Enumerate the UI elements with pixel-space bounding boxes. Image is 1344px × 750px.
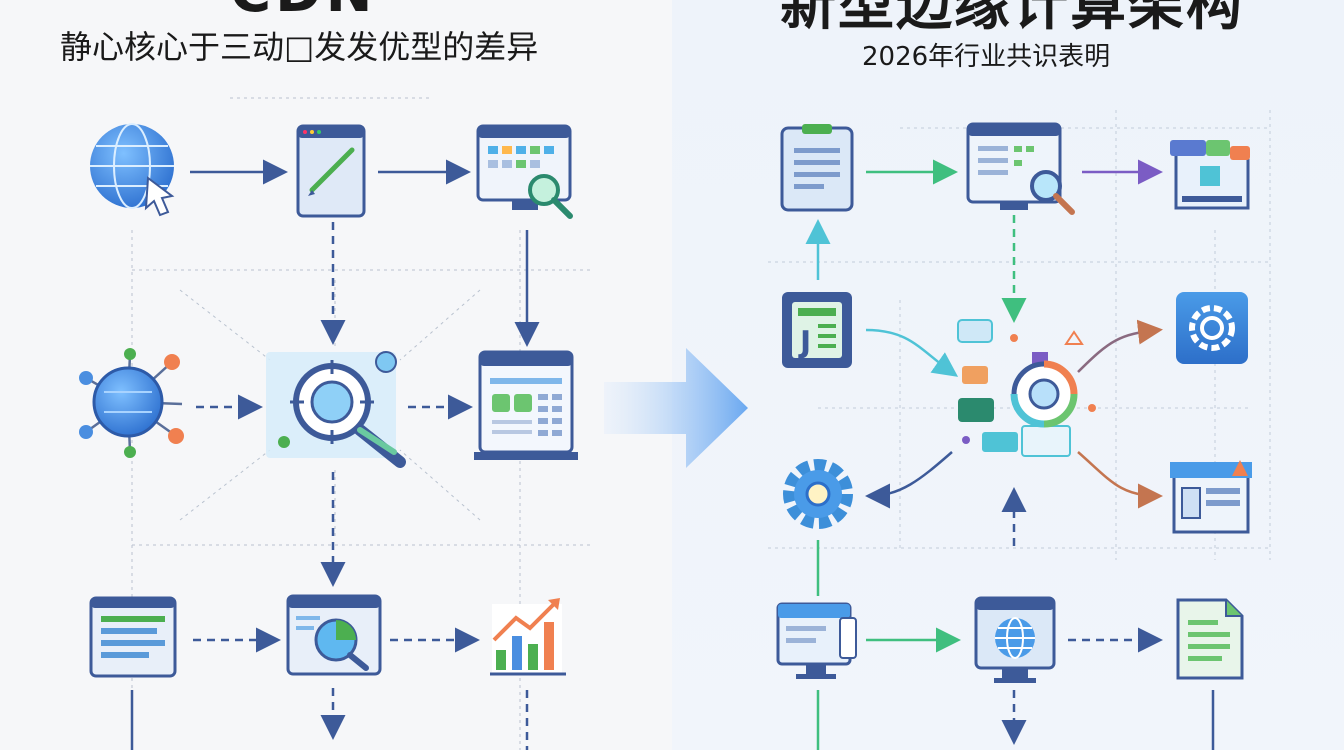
tablet-list-icon: [89, 596, 177, 678]
growth-chart-icon: [490, 598, 566, 676]
right-title: 新型边缘计算架构: [780, 0, 1244, 38]
svg-text:J: J: [798, 325, 811, 360]
left-guide-lines: [131, 97, 590, 750]
monitor-search-icon: [476, 124, 573, 219]
left-title: CDN: [230, 0, 376, 25]
document-icon: [1176, 598, 1244, 680]
globe-monitor-icon: [974, 596, 1056, 683]
right-subtitle: 2026年行业共识表明: [862, 42, 1111, 72]
clipboard-icon: [780, 124, 854, 212]
magnifier-target-icon: [266, 351, 406, 468]
document-j-icon: J: [782, 292, 852, 368]
browser-chart-icon: [286, 594, 382, 676]
shop-icon: [1170, 460, 1252, 534]
gear-icon: [783, 459, 853, 529]
store-icon: [1170, 140, 1250, 210]
left-subtitle: 静心核心于三动□发发优型的差异: [60, 28, 539, 66]
right-arrows: [805, 159, 1215, 750]
gear-tile-icon: [1176, 292, 1248, 364]
kiosk-monitor-icon: [776, 602, 857, 679]
monitor-search-icon-right: [966, 122, 1075, 215]
globe-cursor-icon: [90, 123, 175, 217]
network-node-icon: [79, 348, 184, 458]
transition-arrow: [604, 348, 748, 468]
dashboard-window-icon: [474, 350, 578, 460]
central-hub-icon: [957, 319, 1096, 457]
browser-pen-icon: [296, 124, 366, 218]
left-arrows: [130, 159, 540, 750]
